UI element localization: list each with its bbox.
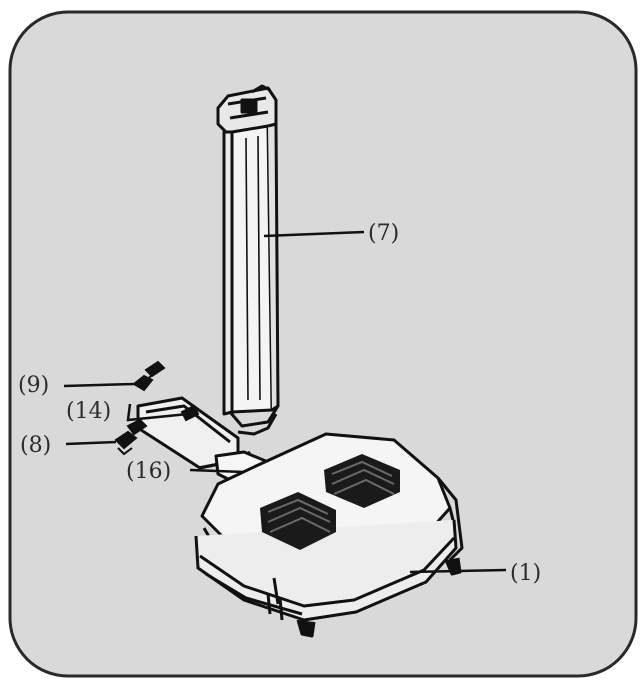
leader-screw-bottom	[65, 440, 117, 446]
callout-base: (1)	[510, 561, 541, 586]
foot-pad-right	[324, 454, 400, 508]
measuring-column	[216, 84, 280, 436]
callout-screw-bottom: (8)	[20, 433, 51, 458]
screws-bottom	[114, 418, 148, 456]
diagram-panel: (7) (9) (14) (8) (16) (1)	[6, 8, 638, 678]
diagram-background	[8, 10, 638, 678]
callout-screw-top: (9)	[18, 373, 49, 398]
foot-pad-left	[260, 492, 336, 550]
callout-bracket: (14)	[66, 399, 111, 424]
assembly-diagram: (7) (9) (14) (8) (16) (1)	[8, 10, 638, 678]
leader-bracket	[126, 403, 189, 422]
leader-lines	[63, 230, 507, 574]
callout-column: (7)	[368, 221, 399, 246]
screws-top	[132, 360, 200, 422]
leader-screw-top	[63, 382, 135, 388]
callout-plate: (16)	[126, 459, 171, 484]
leader-plate	[189, 468, 245, 474]
leader-column	[263, 230, 365, 238]
leader-base	[409, 568, 507, 574]
